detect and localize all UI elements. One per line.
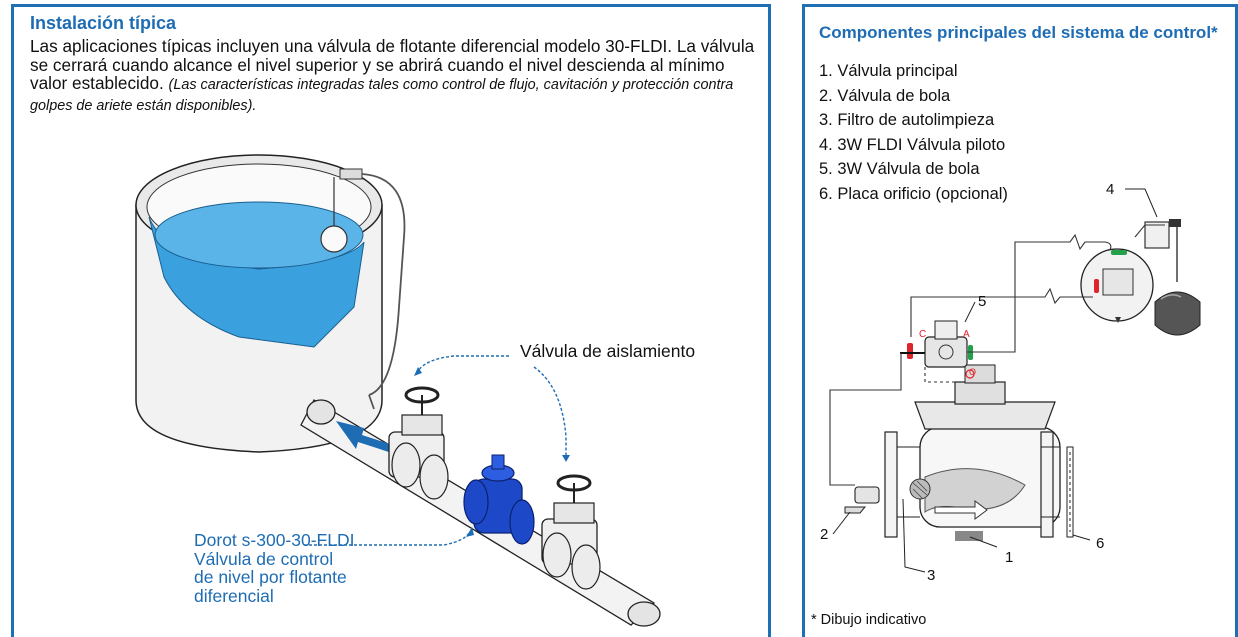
list-item: 2. Válvula de bola bbox=[819, 86, 951, 105]
control-valve-label-line-4: diferencial bbox=[194, 585, 274, 606]
main-valve-drawing bbox=[884, 364, 1061, 541]
typical-installation-panel: Instalación típica Las aplicaciones típi… bbox=[11, 4, 771, 637]
ball-valve-5-drawing bbox=[900, 320, 973, 368]
footnote: * Dibujo indicativo bbox=[811, 612, 927, 628]
diagram-label-1: 1 bbox=[1005, 549, 1014, 566]
isolation-valve-upper bbox=[388, 386, 449, 500]
number-leaders bbox=[832, 188, 1158, 573]
diagram-label-4: 4 bbox=[1106, 181, 1115, 198]
list-item: 6. Placa orificio (opcional) bbox=[819, 184, 1008, 203]
orifice-plate-drawing bbox=[1066, 446, 1074, 538]
dorot-control-valve bbox=[463, 454, 535, 545]
control-components-panel: Componentes principales del sistema de c… bbox=[802, 4, 1238, 637]
control-components-title: Componentes principales del sistema de c… bbox=[819, 23, 1218, 42]
control-valve-label: Dorot s-300-30-FLDI Válvula de control d… bbox=[194, 531, 354, 605]
port-label-c: C bbox=[919, 329, 927, 340]
diagram-label-6: 6 bbox=[1096, 535, 1105, 552]
list-item: 5. 3W Válvula de bola bbox=[819, 160, 980, 178]
control-valve-label-line-2: Válvula de control bbox=[194, 548, 334, 569]
diagram-label-5: 5 bbox=[978, 293, 987, 310]
isolation-valve-label: Válvula de aislamiento bbox=[520, 341, 696, 361]
installation-italic-note: (Las características integradas tales co… bbox=[30, 77, 734, 114]
installation-description: Las aplicaciones típicas incluyen una vá… bbox=[30, 37, 760, 115]
control-system-diagram bbox=[829, 188, 1201, 573]
pilot-valve-drawing bbox=[1080, 219, 1201, 336]
isolation-valve-lower bbox=[541, 474, 601, 590]
installation-illustration bbox=[135, 154, 661, 627]
diagram-label-3: 3 bbox=[927, 567, 936, 584]
filter-drawing bbox=[909, 478, 931, 500]
control-tubing bbox=[829, 224, 1165, 486]
ball-valve-2-drawing bbox=[844, 486, 880, 514]
list-item: 3. Filtro de autolimpieza bbox=[819, 111, 995, 129]
diagram-label-2: 2 bbox=[820, 526, 829, 543]
port-label-a: A bbox=[963, 329, 970, 340]
components-list: 1. Válvula principal 2. Válvula de bola … bbox=[819, 59, 1008, 206]
typical-installation-title: Instalación típica bbox=[30, 13, 177, 33]
list-item: 1. Válvula principal bbox=[819, 62, 958, 80]
control-valve-label-line-3: de nivel por flotante bbox=[194, 567, 347, 587]
tank-illustration bbox=[135, 154, 406, 453]
installation-intro-text: Las aplicaciones típicas incluyen una vá… bbox=[30, 36, 755, 94]
list-item: 4. 3W FLDI Válvula piloto bbox=[819, 135, 1006, 154]
port-label-o: O bbox=[969, 367, 977, 377]
control-valve-label-line-1: Dorot s-300-30-FLDI bbox=[194, 530, 355, 550]
callout-leaders bbox=[304, 355, 570, 546]
